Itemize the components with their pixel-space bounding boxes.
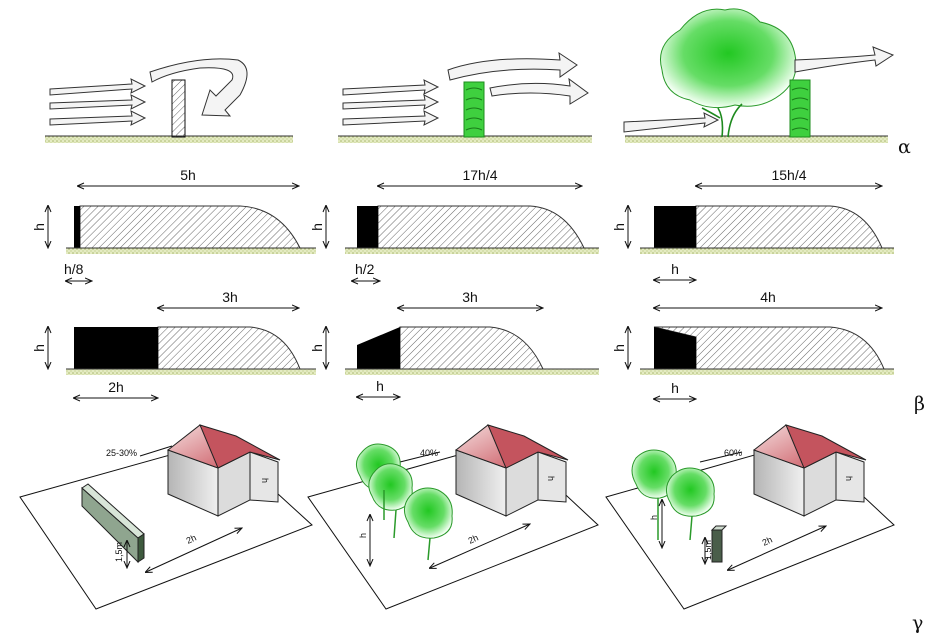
distance-label: 2h: [761, 535, 774, 548]
cover-percent: 25-30%: [106, 448, 137, 458]
arrow-wind-icon: [342, 51, 589, 126]
distance-label: 4h: [760, 289, 776, 305]
height-label: 1,5m: [114, 542, 124, 562]
base-label: h/8: [64, 261, 84, 277]
section-label-alpha: α: [898, 136, 911, 158]
tree-icon: [356, 443, 453, 561]
base-label: h: [671, 380, 679, 396]
gamma-row: 25-30% 1,5m 2h h 40% h 2: [19, 424, 923, 634]
beta-row-2: 3h h 2h 3h h h 4h h h β: [31, 289, 925, 415]
arrow-wind-icon: [49, 58, 248, 126]
wind-shadow: [695, 205, 883, 249]
wind-shadow: [377, 205, 585, 249]
arrow-wind-icon: [623, 46, 895, 133]
barrier-block: [654, 327, 696, 369]
height-label: h: [611, 223, 627, 231]
height-label: h: [611, 344, 627, 352]
windbreak-wall-icon: [710, 525, 728, 563]
alpha-row: α: [45, 8, 911, 158]
ground-strip: [338, 136, 592, 143]
ground-strip: [625, 136, 888, 143]
house-icon: h: [166, 424, 281, 517]
tree-icon: [660, 8, 797, 138]
house-height-label: h: [546, 476, 556, 481]
ground-strip: [66, 369, 316, 375]
wind-shadow: [79, 205, 301, 249]
tree-icon: [631, 449, 715, 541]
house-icon: h: [752, 424, 867, 517]
height-label: h: [358, 533, 368, 538]
ground-strip: [640, 369, 894, 375]
wind-shadow: [157, 326, 301, 370]
hedge-icon: [463, 81, 485, 138]
height-label: h: [309, 344, 325, 352]
wind-shadow: [399, 326, 544, 370]
house-icon: h: [454, 424, 569, 517]
distance-label: 15h/4: [771, 167, 806, 183]
height-label: h: [309, 223, 325, 231]
height-label: h: [31, 344, 47, 352]
distance-label: 2h: [467, 533, 480, 546]
base-label: h: [376, 378, 384, 394]
section-label-beta: β: [914, 393, 925, 415]
beta-row-1: 5h h h/8 17h/4 h h/2 15h/4 h h: [31, 167, 894, 281]
barrier-block: [74, 206, 80, 248]
house-height-label: h: [260, 478, 270, 483]
ground-strip: [345, 248, 599, 254]
ground-strip: [45, 136, 293, 143]
height-label: 1,5m: [703, 540, 713, 560]
ground-strip: [66, 248, 316, 254]
base-label: h/2: [355, 261, 375, 277]
base-label: 2h: [108, 379, 124, 395]
solid-fence-icon: [171, 79, 186, 138]
section-label-gamma: γ: [912, 612, 923, 634]
distance-label: 5h: [180, 167, 196, 183]
ground-strip: [640, 248, 894, 254]
house-height-label: h: [844, 476, 854, 481]
barrier-block: [357, 327, 400, 369]
distance-label: 2h: [185, 533, 198, 546]
hedge-icon: [789, 79, 811, 138]
base-label: h: [671, 261, 679, 277]
distance-label: 3h: [462, 289, 478, 305]
cover-percent: 60%: [724, 448, 742, 458]
distance-label: 3h: [222, 289, 238, 305]
cover-percent: 40%: [420, 448, 438, 458]
barrier-block: [654, 206, 696, 248]
ground-strip: [345, 369, 599, 375]
distance-label: 17h/4: [462, 167, 497, 183]
height-label: h: [31, 223, 47, 231]
barrier-block: [74, 327, 158, 369]
barrier-block: [357, 206, 378, 248]
tree-height-label: h: [649, 515, 659, 520]
